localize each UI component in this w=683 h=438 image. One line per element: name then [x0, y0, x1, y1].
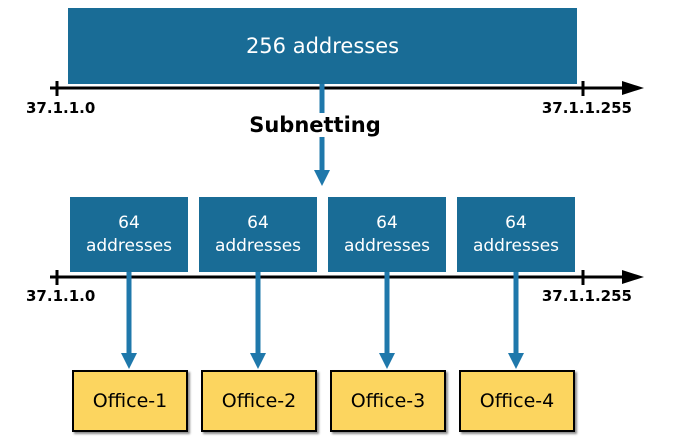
- subnet-block-1-unit: addresses: [85, 235, 173, 256]
- office-box-4: Office-4: [459, 370, 575, 432]
- subnet-block-3-unit: addresses: [343, 235, 431, 256]
- subnet-block-4-unit: addresses: [472, 235, 560, 256]
- office-box-4-label: Office-4: [479, 390, 555, 412]
- office-box-3-label: Office-3: [350, 390, 426, 412]
- subnet-1-arrow-head-icon: [121, 353, 137, 369]
- top-axis-start-label: 37.1.1.0: [26, 99, 96, 117]
- bottom-axis-start-label: 37.1.1.0: [26, 287, 96, 305]
- subnet-block-2-unit: addresses: [214, 235, 302, 256]
- subnet-block-3: 64 addresses: [328, 197, 446, 272]
- office-box-2-label: Office-2: [221, 390, 297, 412]
- subnet-block-4: 64 addresses: [457, 197, 575, 272]
- subnet-block-1: 64 addresses: [70, 197, 188, 272]
- top-number-line-arrowhead-icon: [622, 81, 644, 95]
- subnetting-arrow-head-icon: [314, 170, 330, 186]
- subnet-4-arrow-head-icon: [508, 353, 524, 369]
- office-box-2: Office-2: [201, 370, 317, 432]
- subnet-block-3-count: 64: [376, 212, 398, 233]
- subnet-block-2-count: 64: [247, 212, 269, 233]
- bottom-axis-end-label: 37.1.1.255: [541, 287, 632, 305]
- address-block-256: 256 addresses: [68, 8, 577, 84]
- subnet-block-1-count: 64: [118, 212, 140, 233]
- office-box-3: Office-3: [330, 370, 446, 432]
- subnet-2-arrow-head-icon: [250, 353, 266, 369]
- subnetting-label: Subnetting: [243, 113, 387, 137]
- bottom-number-line-arrowhead-icon: [622, 270, 644, 284]
- address-block-256-label: 256 addresses: [245, 34, 400, 58]
- top-axis-end-label: 37.1.1.255: [541, 99, 632, 117]
- subnet-block-4-count: 64: [505, 212, 527, 233]
- subnet-3-arrow-head-icon: [379, 353, 395, 369]
- office-box-1: Office-1: [72, 370, 188, 432]
- office-box-1-label: Office-1: [92, 390, 168, 412]
- subnet-block-2: 64 addresses: [199, 197, 317, 272]
